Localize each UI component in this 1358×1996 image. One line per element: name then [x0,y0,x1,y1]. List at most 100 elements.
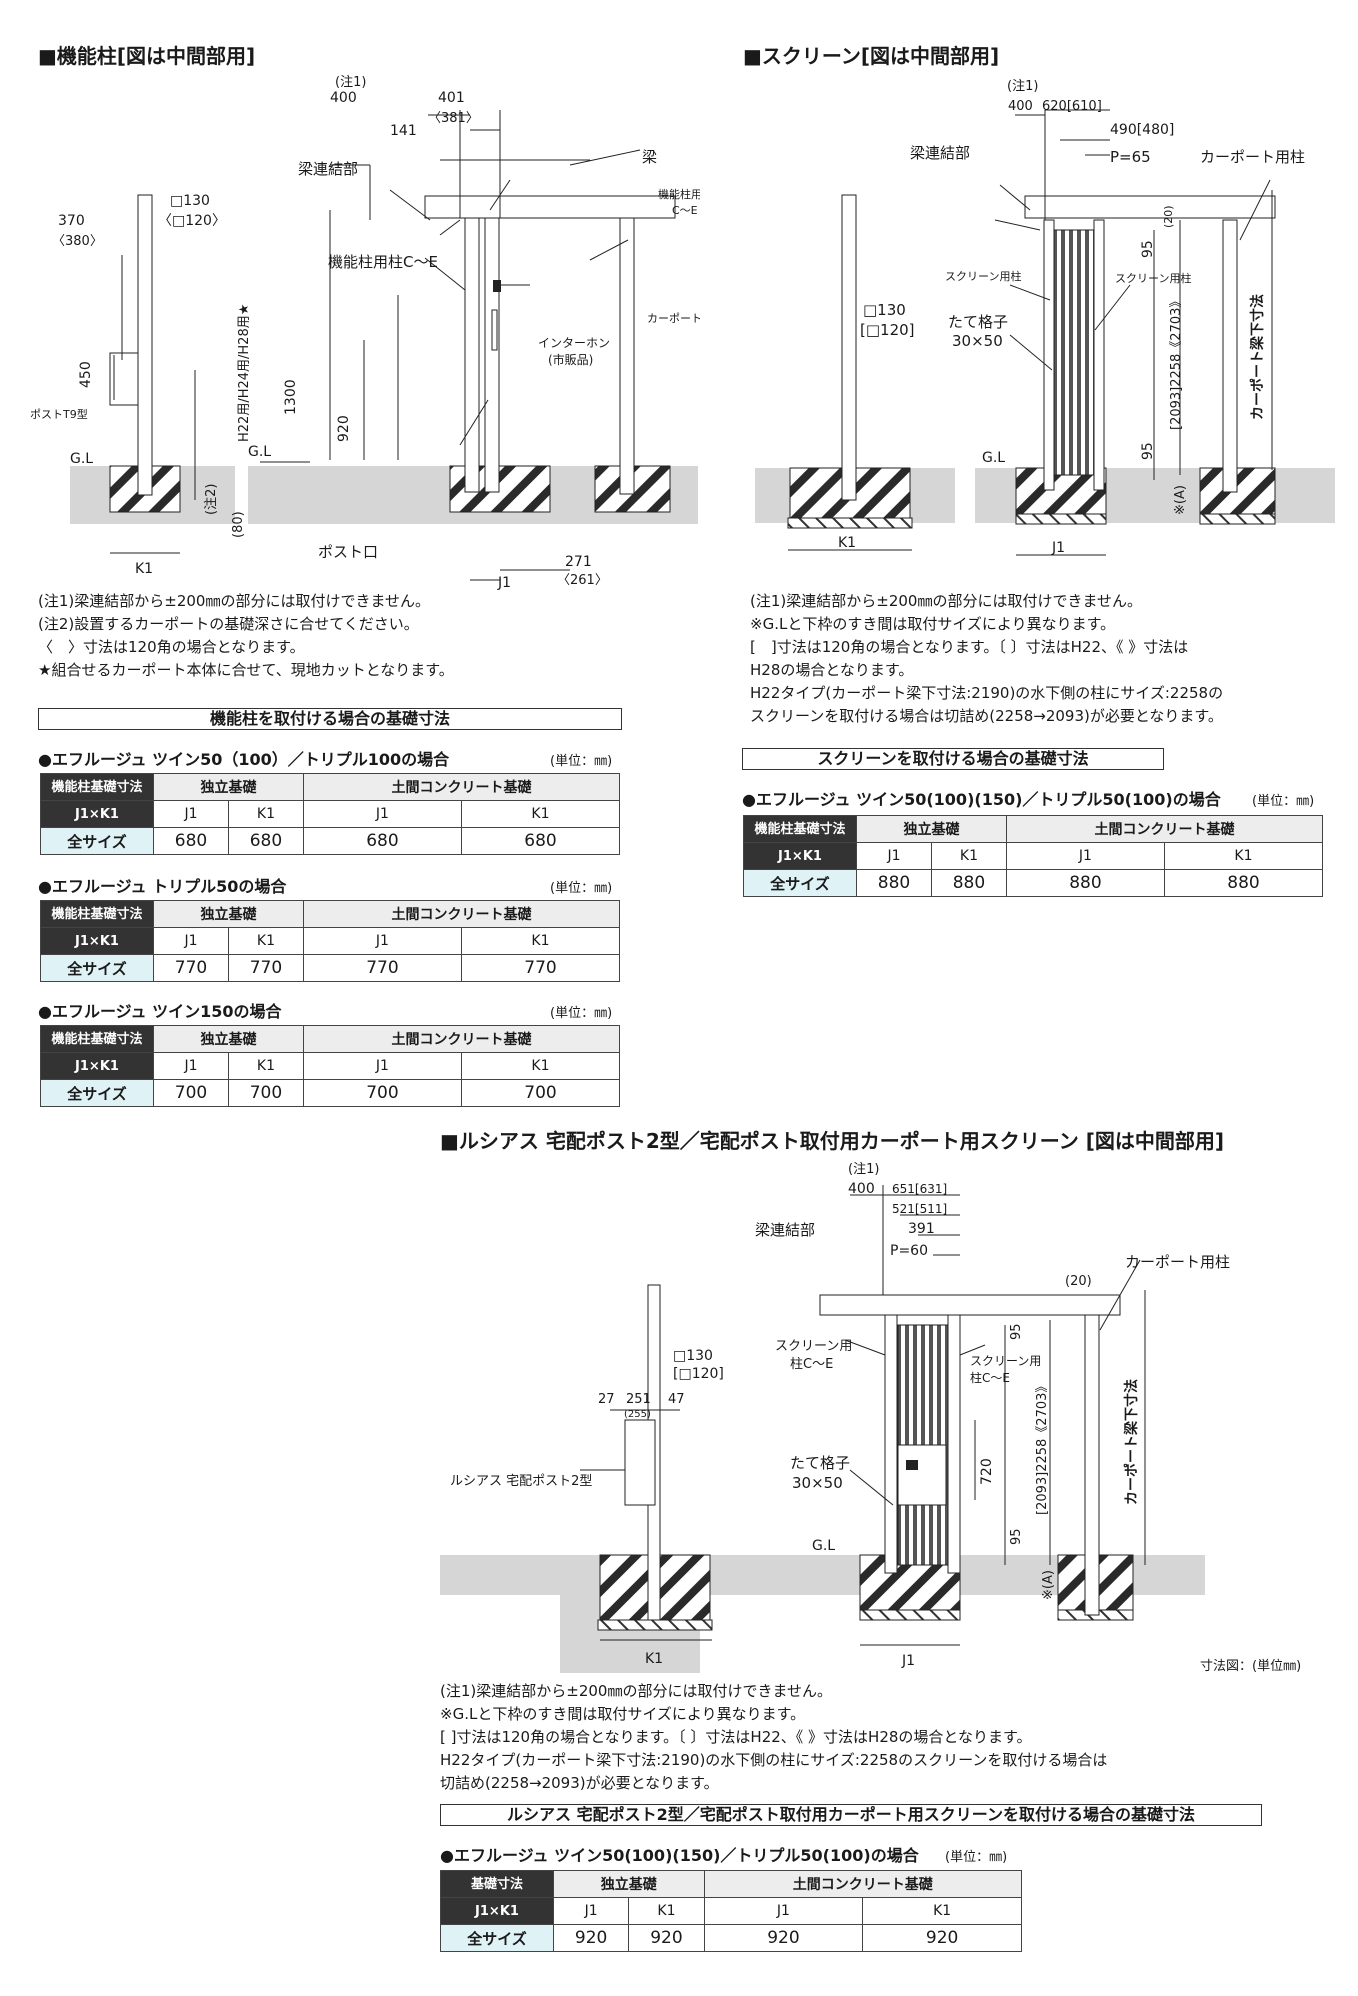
screen-table-sub-k1: K1 [930,842,1007,870]
screen-dim-2258: [2093]2258《2703》 [1169,295,1184,430]
kinou-table3-group1: 独立基礎 [153,1025,304,1053]
screen-label-tate-koushi: たて格子 [948,313,1008,331]
kinou-dim-261: 〈261〉 [557,573,608,588]
screen-dim-j1: J1 [1051,540,1065,556]
lucias-dim-p60: P=60 [890,1243,928,1259]
screen-notes: (注1)梁連結部から±200㎜の部分には取付けできません。 ※G.Lと下枠のすき… [750,590,1223,728]
lucias-table-group2: 土間コンクリート基礎 [703,1870,1023,1898]
kinou-table1-caption: ●エフルージュ ツイン50（100）／トリプル100の場合 [38,750,450,769]
lucias-dim-95b: 95 [1009,1528,1024,1545]
lucias-dim-400: 400 [848,1181,875,1197]
lucias-table-group1: 独立基礎 [553,1870,705,1898]
lucias-dim-k1: K1 [645,1651,663,1667]
kinou-table1-sub-j1b: J1 [302,800,462,828]
screen-label-carport-hari: カーポート梁下寸法 [1249,294,1266,420]
kinou-note-3: 〈 〉寸法は120角の場合となります。 [38,638,305,656]
kinou-table3-caption: ●エフルージュ ツイン150の場合 [38,1002,282,1021]
kinou-table3-sub-j1b: J1 [302,1052,462,1080]
kinou-table2-header: 機能柱基礎寸法 [40,900,154,928]
lucias-label-screen-r2: 柱C〜E [970,1370,1010,1385]
screen-table-group1: 独立基礎 [856,815,1007,843]
kinou-dim-80: (80) [231,511,246,538]
table-cell: 880 [856,869,932,897]
lucias-label-koushi-size: 30×50 [792,1474,843,1492]
kinou-table3: 機能柱基礎寸法 独立基礎 土間コンクリート基礎 J1×K1 J1 K1 J1 K… [40,1025,621,1107]
lucias-label-sunpou-zu: 寸法図：(単位㎜) [1200,1658,1301,1674]
table-cell: 880 [1163,869,1324,897]
screen-label-hari-ketsugou: 梁連結部 [910,144,970,162]
kinou-table3-sub-j1: J1 [153,1052,229,1080]
lucias-dim-651: 651[631] [892,1182,947,1196]
kinou-dim-920: 920 [336,415,352,442]
kinou-table3-unit: (単位：㎜) [550,1006,613,1021]
kinou-table2-unit: (単位：㎜) [550,881,613,896]
kinou-dim-141: 141 [390,123,417,139]
kinou-dim-note1: (注1) [335,75,366,90]
screen-dim-note1: (注1) [1007,79,1038,94]
kinou-label-hari: 梁 [642,148,657,166]
kinou-label-carport: カーポート用柱 [647,311,700,325]
kinou-label-kinou-hashira2b: C〜E [672,204,698,217]
screen-table-caption: ●エフルージュ ツイン50(100)(150)／トリプル50(100)の場合 [742,790,1221,809]
lucias-table-sub-j1b: J1 [703,1897,864,1925]
kinou-table1-sub-k1: K1 [227,800,304,828]
table-cell: 700 [227,1079,304,1107]
table-cell: 680 [227,827,304,855]
table-cell: 920 [703,1924,864,1952]
screen-diagram: (注1) 400 620[610] 490[480] P=65 (20) 95 … [755,79,1335,556]
table-cell: 770 [153,954,229,982]
lucias-notes: (注1)梁連結部から±200㎜の部分には取付けできません。 ※G.Lと下枠のすき… [440,1680,1107,1795]
kinou-dim-370: 370 [58,213,85,229]
lucias-note-2: ※G.Lと下枠のすき間は取付サイズにより異なります。 [440,1705,806,1723]
lucias-dim-20: (20) [1065,1274,1092,1289]
kinou-table1-unit: (単位：㎜) [550,754,613,769]
screen-note-3: [ ]寸法は120角の場合となります。〔 〕寸法はH22、《 》寸法は [750,638,1189,656]
kinou-table3-header2: J1×K1 [40,1052,154,1080]
screen-dim-400: 400 [1008,99,1033,114]
kinou-dim-gl: G.L [248,444,271,460]
kinou-label-hari-ketsugou: 梁連結部 [298,160,358,178]
screen-dim-p65: P=65 [1110,148,1151,166]
table-cell: 880 [1005,869,1165,897]
screen-table-unit: (単位：㎜) [1252,794,1315,809]
kinou-note-2: (注2)設置するカーポートの基礎深さに合せてください。 [38,615,419,633]
lucias-label-post2: ルシアス 宅配ポスト2型 [450,1474,592,1489]
lucias-table-sub-k1b: K1 [862,1897,1022,1925]
screen-note-2: ※G.Lと下枠のすき間は取付サイズにより異なります。 [750,615,1116,633]
lucias-diagram: (注1) 400 651[631] 521[511] 391 P=60 (20)… [440,1162,1301,1674]
lucias-table-header: 基礎寸法 [440,1870,554,1898]
kinou-table2-group2: 土間コンクリート基礎 [302,900,621,928]
table-cell: 770 [460,954,621,982]
screen-label-koushi-size: 30×50 [952,332,1003,350]
lucias-box-title: ルシアス 宅配ポスト2型／宅配ポスト取付用カーポート用スクリーンを取付ける場合の… [440,1804,1262,1826]
table-cell: 700 [302,1079,462,1107]
kinou-dim-sq120: 〈□120〉 [158,213,226,229]
kinou-table2-sub-k1: K1 [227,927,304,955]
kinou-table3-header: 機能柱基礎寸法 [40,1025,154,1053]
lucias-note-3: [ ]寸法は120角の場合となります。〔 〕寸法はH22、《 》寸法はH28の場… [440,1728,1032,1746]
kinou-table3-sub-k1: K1 [227,1052,304,1080]
lucias-note-4: H22タイプ(カーポート梁下寸法:2190)の水下側の柱にサイズ:2258のスク… [440,1751,1108,1769]
screen-box-title: スクリーンを取付ける場合の基礎寸法 [742,748,1164,770]
lucias-dim-720: 720 [979,1458,995,1485]
screen-table-sub-j1b: J1 [1005,842,1165,870]
lucias-table: 基礎寸法 独立基礎 土間コンクリート基礎 J1×K1 J1 K1 J1 K1 全… [440,1870,1023,1952]
lucias-dim-27: 27 [598,1392,615,1407]
table-cell: 880 [930,869,1007,897]
lucias-label-hari-ketsugou: 梁連結部 [755,1221,815,1239]
kinou-label-intercom: インターホン [538,336,610,350]
screen-table-group2: 土間コンクリート基礎 [1005,815,1324,843]
kinou-label-kinou-hashira2a: 機能柱用柱 [658,187,700,201]
kinou-table1-group2: 土間コンクリート基礎 [302,773,621,801]
kinou-table1: 機能柱基礎寸法 独立基礎 土間コンクリート基礎 J1×K1 J1 K1 J1 K… [40,773,621,855]
kinou-table3-sub-k1b: K1 [460,1052,621,1080]
screen-dim-sq130: □130 [863,301,906,319]
screen-note-5: H22タイプ(カーポート梁下寸法:2190)の水下側の柱にサイズ:2258の [750,684,1224,702]
kinou-note-1: (注1)梁連結部から±200㎜の部分には取付けできません。 [38,592,430,610]
table-cell: 920 [628,1924,705,1952]
kinou-table2-sub-j1b: J1 [302,927,462,955]
kinou-dim-j1: J1 [497,575,511,590]
kinou-table2-group1: 独立基礎 [153,900,304,928]
table-cell: 680 [153,827,229,855]
lucias-table-caption: ●エフルージュ ツイン50(100)(150)／トリプル50(100)の場合 [440,1846,919,1865]
